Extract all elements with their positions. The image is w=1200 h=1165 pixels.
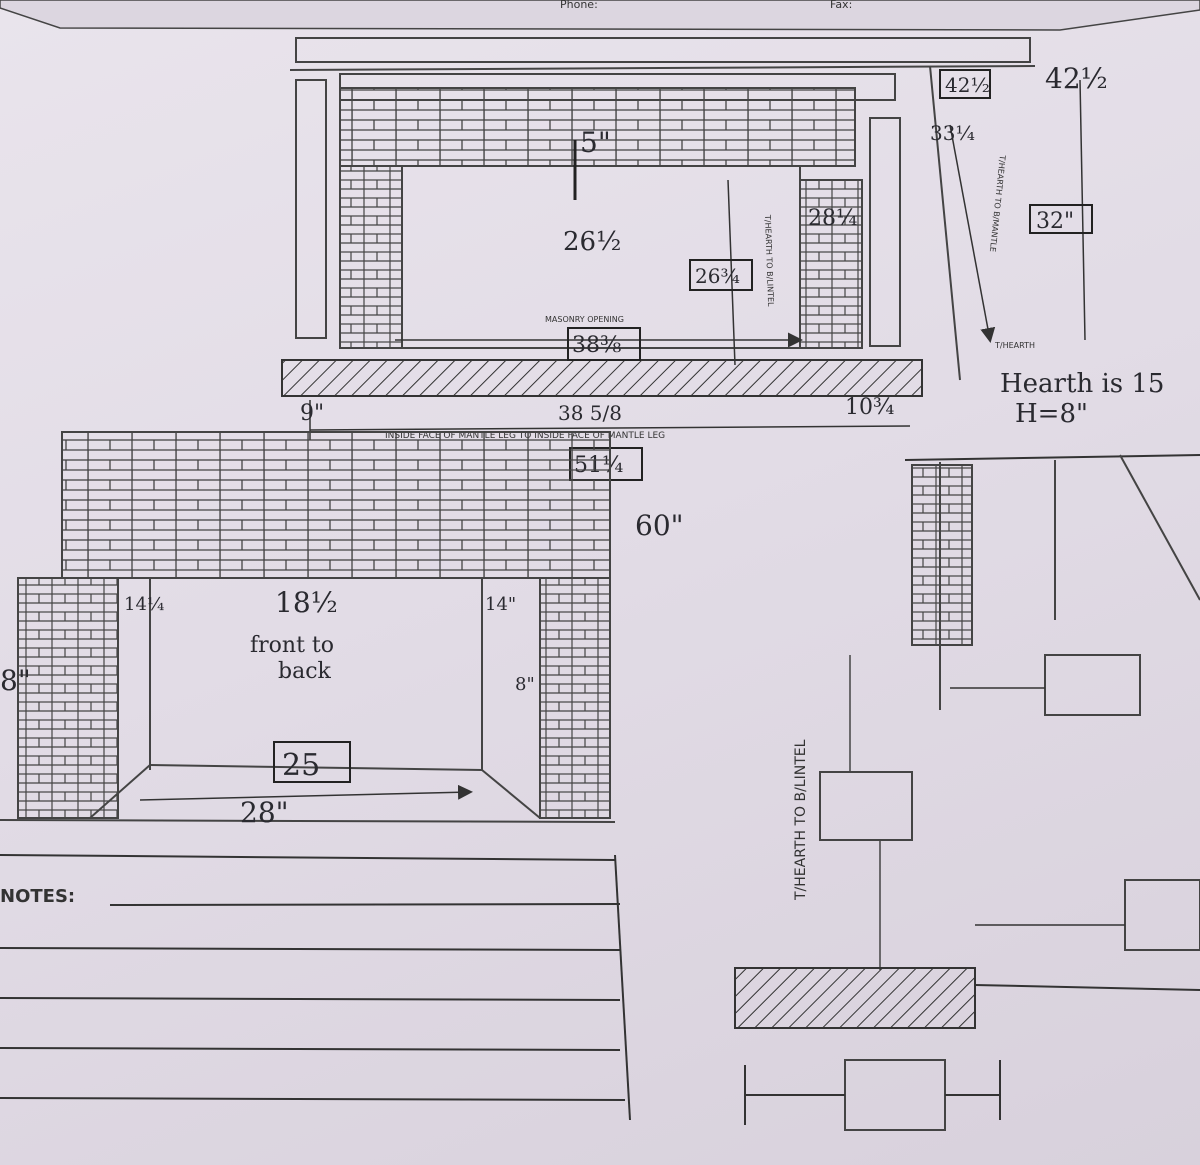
hearth-note-line2: H=8" — [1015, 399, 1088, 429]
side-vertical-label: T/HEARTH TO B/LINTEL — [793, 739, 809, 901]
mantle-shelf — [295, 37, 1031, 63]
right-mantle-leg — [869, 117, 901, 347]
mantle-height-box: 42½ — [945, 73, 990, 97]
depth-line1: 18½ — [275, 586, 338, 619]
header-phone-label: Phone: — [560, 0, 598, 11]
left-brick-jamb — [339, 165, 403, 349]
left-mantle-leg — [295, 79, 327, 339]
vertical-label-lintel: T/HEARTH TO B/LINTEL — [763, 214, 775, 307]
header-strip: Phone: Fax: — [0, 0, 1200, 31]
brick-lintel — [339, 87, 856, 167]
mantle-height-note: 42½ — [1045, 62, 1108, 95]
depth-line3: back — [278, 659, 332, 684]
notes-section: NOTES: — [0, 854, 631, 1121]
hearth-label: T/HEARTH — [994, 341, 1035, 350]
side-note: 28¼ — [808, 206, 857, 231]
left-height-dim: 8" — [0, 664, 31, 697]
opening-height-note: 26½ — [563, 227, 621, 257]
opening-height-box: 26¾ — [695, 264, 740, 288]
opening-width-box: 38⅜ — [572, 333, 621, 358]
opening-label: MASONRY OPENING — [545, 315, 624, 324]
hearth-to-mantle-box: 32" — [1036, 209, 1074, 234]
back-width-box: 25 — [282, 748, 320, 783]
lintel-thickness: 5" — [580, 126, 611, 159]
left-firebox-wall — [17, 577, 119, 819]
front-width-dim: 28" — [240, 796, 289, 829]
firebox-view: 18½ front to back 14¼ 14" 8" 8" 25 28" — [0, 431, 616, 829]
header-fax-label: Fax: — [830, 0, 852, 11]
side-hearth — [734, 967, 976, 1029]
right-jamb-dim: 14" — [485, 594, 516, 615]
mantle-leg-top: 33¼ — [930, 121, 975, 145]
hearth-note-line1: Hearth is 15 — [1000, 369, 1164, 399]
inside-width: 38 5/8 — [558, 401, 622, 425]
overall-note: 60" — [635, 509, 684, 542]
left-offset: 9" — [300, 401, 324, 426]
vertical-label-mantle: T/HEARTH TO B/MANTLE — [988, 154, 1007, 253]
right-height-dim: 8" — [515, 674, 535, 695]
hearth — [281, 359, 923, 397]
left-jamb-dim: 14¼ — [124, 594, 164, 615]
masonry-opening — [401, 165, 801, 349]
front-elevation: 42½ 42½ 5" 26½ 26¾ 28¼ 33¼ 32" MASONRY O… — [281, 37, 1164, 542]
side-section: T/HEARTH TO B/LINTEL — [734, 454, 1200, 1131]
notes-label: NOTES: — [0, 886, 75, 907]
right-offset: 10¾ — [845, 395, 894, 420]
right-firebox-wall — [539, 577, 611, 819]
depth-line2: front to — [250, 633, 334, 658]
